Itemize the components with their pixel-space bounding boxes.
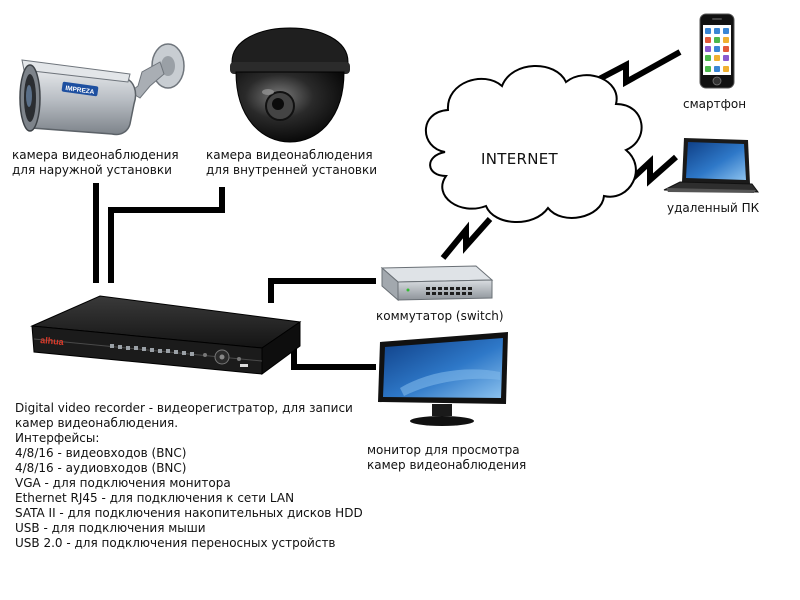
dvr-description-line: USB 2.0 - для подключения переносных уст… [15, 536, 336, 550]
cable-dvr-switch [268, 278, 376, 303]
network-switch [380, 265, 494, 302]
dvr-description-line: USB - для подключения мыши [15, 521, 206, 535]
monitor [378, 332, 508, 426]
dvr-description-line: камер видеонаблюдения. [15, 416, 179, 430]
dvr-description-line: SATA II - для подключения накопительных … [15, 506, 363, 520]
cable-indoor-camera-dvr [108, 187, 225, 283]
indoor-camera [230, 27, 350, 143]
smartphone [699, 13, 735, 89]
cable-lines [93, 183, 376, 370]
dvr-brand: alhua [40, 335, 65, 347]
internet-cloud [424, 65, 643, 223]
monitor-label: монитор для просмотра камер видеонаблюде… [367, 443, 526, 473]
laptop-label: удаленный ПК [667, 201, 760, 215]
indoor-camera-label-line: для внутренней установки [206, 163, 378, 177]
outdoor-camera-label: камера видеонаблюдения для наружной уста… [12, 148, 179, 178]
monitor-label-line: монитор для просмотра [367, 443, 520, 457]
outdoor-camera [19, 43, 185, 136]
dvr-description-line: 4/8/16 - видеовходов (BNC) [15, 446, 187, 460]
dvr-description-line: Ethernet RJ45 - для подключения к сети L… [15, 491, 295, 505]
outdoor-camera-label-line: для наружной установки [12, 163, 172, 177]
outdoor-camera-brand: IMPREZA [65, 85, 95, 96]
dvr-description-line: 4/8/16 - аудиовходов (BNC) [15, 461, 187, 475]
laptop [663, 138, 760, 193]
outdoor-camera-label-line: камера видеонаблюдения [12, 148, 179, 162]
monitor-label-line: камер видеонаблюдения [367, 458, 527, 472]
dvr-description-line: VGA - для подключения монитора [15, 476, 231, 490]
dvr-description-line: Интерфейсы: [15, 431, 100, 445]
indoor-camera-label-line: камера видеонаблюдения [206, 148, 373, 162]
dvr-description-line: Digital video recorder - видеорегистрато… [15, 401, 353, 415]
dvr-recorder [30, 295, 302, 375]
cable-dvr-monitor [291, 348, 376, 370]
indoor-camera-label: камера видеонаблюдения для внутренней ус… [206, 148, 377, 178]
wireless-link-smartphone [582, 49, 682, 90]
switch-label: коммутатор (switch) [376, 309, 504, 323]
smartphone-label: смартфон [683, 97, 747, 111]
wireless-link-switch [440, 217, 493, 260]
dvr-description: Digital video recorder - видеорегистрато… [15, 401, 363, 551]
internet-label: INTERNET [481, 150, 558, 168]
